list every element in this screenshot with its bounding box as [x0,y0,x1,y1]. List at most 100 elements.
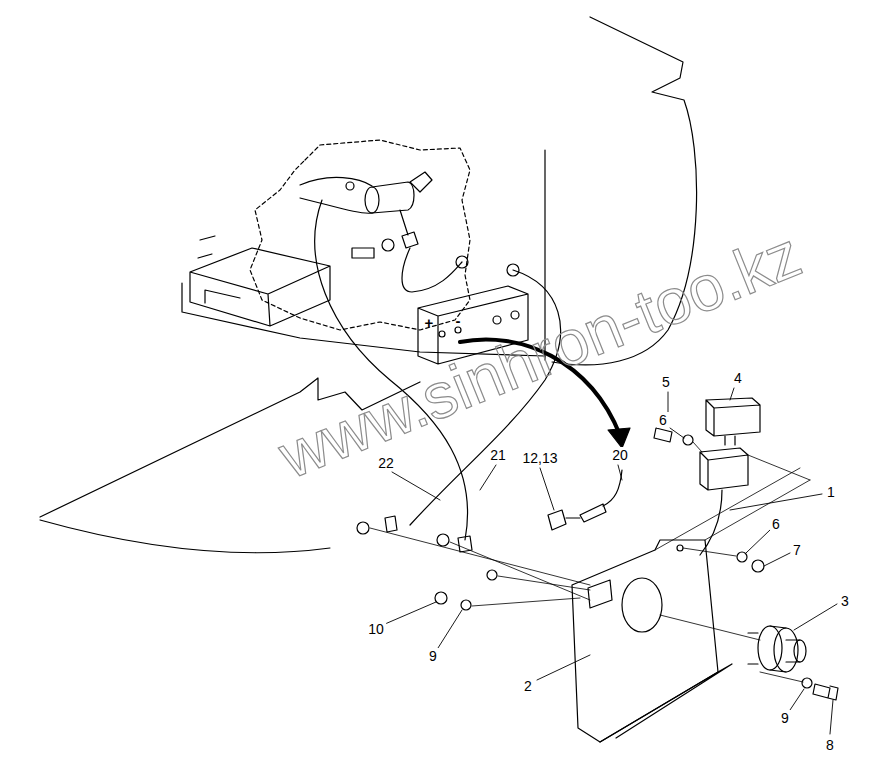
leader-line [794,604,837,630]
dashed-region [250,140,470,330]
nut [357,522,369,534]
callout-number: 20 [610,447,630,463]
connector-12-13 [580,504,606,522]
screw-8 [813,684,838,700]
bracket-tab [588,580,612,608]
polarity-sign: + [423,314,436,331]
leader-line [480,465,496,490]
leader-line [730,494,822,510]
leader-line [540,468,554,510]
callout-number: 6 [770,516,782,532]
frame-mark [198,236,215,258]
callout-number: 6 [657,412,669,428]
watermark: www.sinhron-too.kz [271,221,809,488]
callout-number: 9 [779,710,791,726]
leader-line [438,610,462,648]
nut-7 [752,560,764,572]
assembly-line [655,468,810,550]
switch-button [794,640,806,662]
washer-6 [683,435,693,445]
leader-lines [385,388,837,734]
routing-arrowhead [608,428,630,448]
washer [487,570,497,580]
assembly-line [748,455,810,480]
leader-line [392,472,440,500]
assembly-line [370,528,590,606]
assembly-line [683,548,736,556]
leader-line [764,553,790,566]
callout-number: 3 [839,593,851,609]
callout-number: 8 [824,737,836,753]
strap [400,210,418,248]
relay-cover-4 [706,398,760,436]
housing-block [190,248,330,326]
callout-number: 10 [366,621,386,637]
callout-number: 12,13 [520,450,559,466]
housing-block [205,290,240,303]
leader-line [830,700,833,734]
switch-button [786,640,800,662]
switch-terminal [748,633,758,664]
bolt [352,248,374,258]
callout-number: 5 [660,374,672,390]
terminal-screw [439,331,445,337]
callout-number: 7 [791,542,803,558]
terminal-hole [511,311,519,319]
leader-line [537,655,590,680]
leader-line [670,428,684,438]
terminal-nut [346,182,354,190]
body-edge [544,150,545,360]
wire-20 [603,470,622,506]
leader-line [385,602,436,624]
callout-number: 22 [376,455,396,471]
nut-10 [435,592,447,604]
wire-21 [315,200,468,540]
capacitor [365,187,379,213]
ring-terminal [458,536,472,552]
assembly-line [760,672,803,682]
wire [300,177,372,213]
bracket-2 [572,540,718,742]
terminal-hole [493,316,501,324]
frame-line [40,520,330,553]
capacitor [372,182,414,213]
callout-number: 9 [427,648,439,664]
washer [382,239,394,251]
bracket-tab [410,172,432,192]
assembly-line [660,615,760,640]
leader-line [618,465,622,480]
relay-1 [700,448,748,490]
washer-9 [461,600,471,610]
callout-number: 4 [732,370,744,386]
body-outline [552,17,697,365]
relay-wire [700,490,722,555]
nut [437,534,449,546]
ground-strap [402,248,462,292]
relay-pin [725,436,735,445]
terminal-plate [418,286,528,364]
washer-6 [737,552,747,562]
frame-line [40,378,420,517]
callout-number: 2 [522,678,534,694]
screw-5 [654,428,672,442]
callout-number: 1 [825,484,837,500]
wire-22 [410,270,561,525]
connector-pin [566,517,580,518]
ring-terminal [385,516,397,532]
washer-9 [802,678,812,688]
leader-line [730,388,734,400]
connector-12-13 [548,510,566,530]
polarity-sign: - [454,312,463,329]
bracket-hole [677,545,683,551]
leader-line [790,689,804,710]
assembly-line [693,442,702,452]
routing-arrow [460,339,620,435]
callout-number: 21 [488,447,508,463]
leader-line [746,530,770,553]
bracket-hole [622,578,662,632]
bracket-flange [600,664,732,742]
frame-line [182,283,545,356]
